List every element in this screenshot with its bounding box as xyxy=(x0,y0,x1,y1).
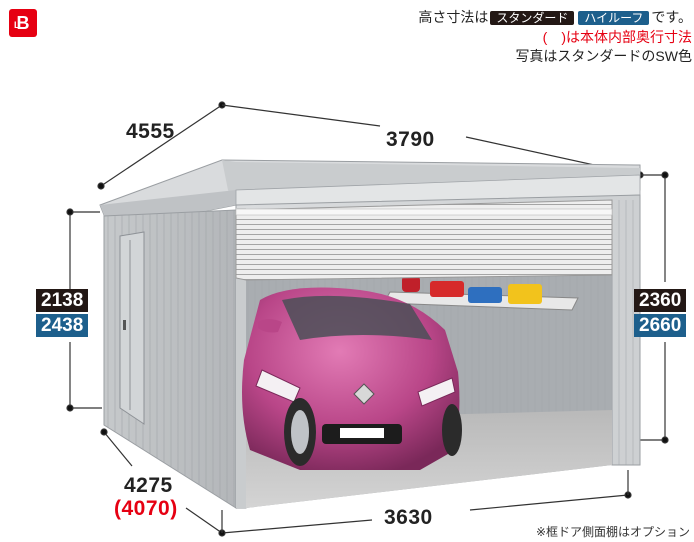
shelf-item xyxy=(468,287,502,303)
dim-top-depth: 4555 xyxy=(126,120,175,143)
legend-prefix: 高さ寸法は xyxy=(418,9,489,25)
legend: 高さ寸法はスタンダードハイルーフです。 ( )は本体内部奥行寸法 写真はスタンダ… xyxy=(418,8,692,66)
dim-right-height-highroof: 2660 xyxy=(634,314,687,337)
shelf-item xyxy=(402,276,420,292)
shelf-item xyxy=(430,281,464,297)
dim-bottom-depth: 4275 xyxy=(124,474,173,497)
dim-bottom-depth-inner: (4070) xyxy=(114,497,178,520)
dim-dot xyxy=(66,208,74,216)
tag-standard: スタンダード xyxy=(490,11,575,25)
legend-suffix: です。 xyxy=(651,9,692,25)
brand-logo-sub: L xyxy=(14,20,20,30)
dim-dot xyxy=(661,171,669,179)
roof xyxy=(99,159,641,231)
dim-top-width: 3790 xyxy=(386,128,435,151)
option-note: ※框ドア側面棚はオプション xyxy=(535,525,690,539)
dim-dot xyxy=(66,404,74,412)
legend-line-3: 写真はスタンダードのSW色 xyxy=(515,48,692,64)
side-wall xyxy=(103,209,237,509)
dim-left-height-highroof: 2438 xyxy=(36,314,89,337)
dim-bottom-width: 3630 xyxy=(384,506,433,529)
shutter xyxy=(235,199,613,281)
dim-dot xyxy=(661,436,669,444)
legend-line-2: ( )は本体内部奥行寸法 xyxy=(542,29,692,45)
tag-highroof: ハイルーフ xyxy=(578,11,650,25)
dim-dot xyxy=(100,428,108,436)
side-shelf xyxy=(383,276,579,311)
side-door xyxy=(119,231,145,425)
brand-logo-letter: B xyxy=(16,13,30,33)
dim-right-height-standard: 2360 xyxy=(634,289,687,312)
dimension-lines xyxy=(66,101,669,537)
brand-logo: L B xyxy=(9,9,37,37)
shelf-item xyxy=(508,284,542,304)
dim-left-height-standard: 2138 xyxy=(36,289,89,312)
dim-dot xyxy=(97,182,105,190)
car-illustration xyxy=(242,287,462,470)
legend-line-1: 高さ寸法はスタンダードハイルーフです。 xyxy=(418,8,692,28)
